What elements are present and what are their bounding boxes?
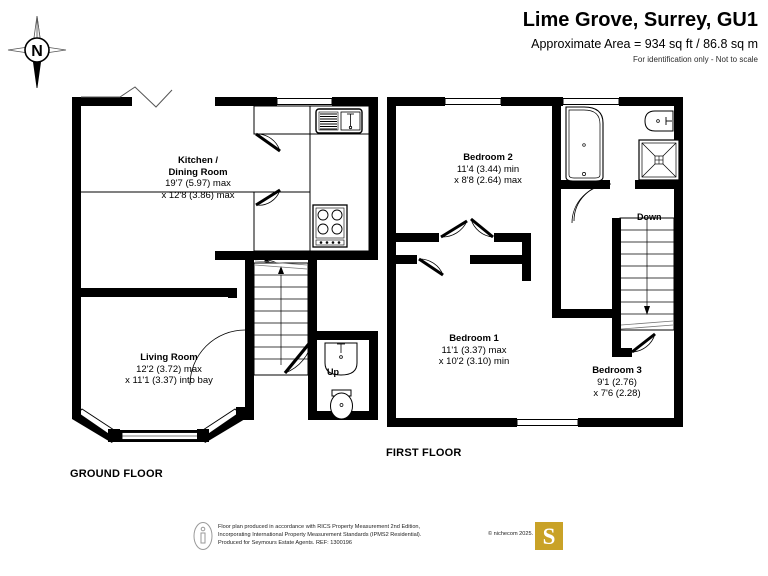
hob-icon — [312, 204, 348, 248]
room-dim-bed3-1: 9'1 (2.76) — [597, 376, 637, 388]
shower-icon — [638, 139, 680, 181]
wall-landing-mid — [470, 255, 531, 264]
basin-icon-bathroom — [644, 110, 674, 132]
compass-rose-icon: N — [6, 12, 68, 92]
door-landing-a — [470, 217, 494, 239]
staircase-up — [253, 260, 309, 376]
wall-left — [72, 97, 81, 419]
wall-bathroom-bottom-left — [552, 180, 610, 189]
room-label-bedroom-2: Bedroom 2 11'4 (3.44) min x 8'8 (2.64) m… — [418, 152, 558, 187]
bay-window — [72, 407, 245, 443]
room-dim-bed2-1: 11'4 (3.44) min — [456, 163, 520, 175]
wall-bathroom-left — [552, 97, 561, 189]
room-dim-bed1-2: x 10'2 (3.10) min — [438, 356, 510, 367]
room-dim-living-2: x 11'1 (3.37) into bay — [125, 375, 213, 386]
wall-bottom-right-f1 — [578, 418, 683, 427]
copyright-text: © nichecom 2025. — [488, 531, 534, 538]
wall-kitchen-bottom — [215, 251, 378, 260]
ground-floor-plan — [72, 86, 378, 443]
door-living-room — [189, 329, 246, 386]
sink-icon — [315, 108, 363, 134]
room-dim-bed2-2: x 8'8 (2.64) max — [454, 175, 522, 186]
room-label-bedroom-1: Bedroom 1 11'1 (3.37) max x 10'2 (3.10) … — [404, 333, 544, 368]
footer-line-3: Produced for Seymours Estate Agents. REF… — [218, 540, 353, 547]
brand-logo: S — [535, 522, 563, 550]
disclaimer-text: For identification only - Not to scale — [633, 55, 758, 64]
floor-label-first: FIRST FLOOR — [386, 447, 462, 459]
bath-icon — [565, 106, 604, 182]
footer-line-1: Floor plan produced in accordance with R… — [218, 524, 421, 530]
roof-outline — [81, 86, 173, 108]
wall-bed3-top — [552, 309, 612, 318]
wall-wc-top — [317, 331, 378, 340]
toilet-icon — [330, 389, 353, 420]
wc-room — [283, 331, 378, 420]
floor-label-ground: GROUND FLOOR — [70, 468, 163, 480]
room-dim-bed3-2: x 7'6 (2.28) — [593, 388, 641, 399]
room-name-kitchen-2: Dining Room — [168, 166, 228, 178]
stair-direction-arrow — [278, 266, 284, 274]
wall-top-right-f1 — [619, 97, 683, 106]
wall-bottom-left-f1 — [387, 418, 517, 427]
room-label-kitchen: Kitchen / Dining Room 19'7 (5.97) max x … — [133, 155, 263, 201]
door-kitchen-upper — [255, 132, 281, 153]
wall-top-left-f1 — [387, 97, 445, 106]
wall-right-f1 — [674, 97, 683, 427]
wall-landing-right — [552, 189, 561, 317]
wall-living-top — [72, 288, 237, 297]
room-label-bedroom-3: Bedroom 3 9'1 (2.76) x 7'6 (2.28) — [557, 365, 677, 400]
footer: Floor plan produced in accordance with R… — [192, 520, 592, 564]
wall-wc-right — [369, 331, 378, 420]
door-wc — [283, 338, 314, 375]
wall-top-left — [72, 97, 132, 106]
room-label-living-room: Living Room 12'2 (3.72) max x 11'1 (3.37… — [99, 352, 239, 387]
window-kitchen-top — [276, 98, 333, 105]
wall-landing-left — [387, 255, 417, 264]
door-kitchen-lower — [255, 188, 281, 207]
wall-living-bottom-right — [236, 407, 254, 420]
info-circle-icon — [192, 521, 214, 556]
wall-top-mid — [215, 97, 277, 106]
window-bath-top — [562, 98, 620, 105]
footer-text: Floor plan produced in accordance with R… — [218, 523, 421, 548]
room-name-bedroom-2: Bedroom 2 — [463, 152, 513, 163]
wall-bed3-door-stub — [612, 348, 632, 357]
stair-label-up: Up — [327, 367, 339, 377]
stair-label-down: Down — [637, 212, 662, 222]
window-bed1-bottom — [516, 419, 579, 426]
stair-direction-arrow-down — [644, 306, 650, 315]
door-bedroom3 — [631, 332, 656, 354]
room-dim-bed1-1: 11'1 (3.37) max — [441, 344, 507, 356]
footer-line-2: Incorporating International Property Mea… — [218, 532, 422, 539]
wall-bed2-bottom-mid — [494, 233, 522, 242]
wall-living-top-stub — [228, 288, 237, 298]
wall-right-upper — [369, 97, 378, 259]
wall-stair-left — [612, 218, 621, 333]
wall-bed2-bottom-left — [387, 233, 439, 242]
wall-top-mid-f1 — [501, 97, 563, 106]
wall-bathroom-bottom-right — [635, 180, 683, 189]
room-dim-living-1: 12'2 (3.72) max — [136, 363, 202, 375]
door-bedroom1 — [418, 257, 444, 277]
window-bed2-top — [444, 98, 502, 105]
kitchen-unit-left — [253, 105, 311, 135]
room-name-bedroom-3: Bedroom 3 — [592, 365, 642, 376]
room-name-bedroom-1: Bedroom 1 — [449, 333, 499, 344]
room-dim-kitchen-1: 19'7 (5.97) max — [165, 178, 231, 189]
staircase-down — [612, 217, 675, 333]
room-name-kitchen-1: Kitchen / — [177, 155, 219, 166]
wall-wc-left — [308, 331, 317, 420]
door-bathroom — [571, 183, 612, 224]
room-dim-kitchen-2: x 12'8 (3.86) max — [161, 189, 235, 201]
wall-top-right — [332, 97, 378, 106]
basin-icon — [324, 342, 358, 376]
door-bedroom2 — [440, 219, 468, 239]
page-title: Lime Grove, Surrey, GU1 — [522, 9, 758, 31]
kitchen-inner-line — [81, 134, 311, 193]
first-floor-plan — [387, 97, 683, 427]
room-name-living-room: Living Room — [140, 352, 198, 363]
compass-north-label: N — [31, 43, 43, 60]
approximate-area-text: Approximate Area = 934 sq ft / 86.8 sq m — [531, 37, 758, 51]
wall-living-hall — [245, 260, 254, 420]
